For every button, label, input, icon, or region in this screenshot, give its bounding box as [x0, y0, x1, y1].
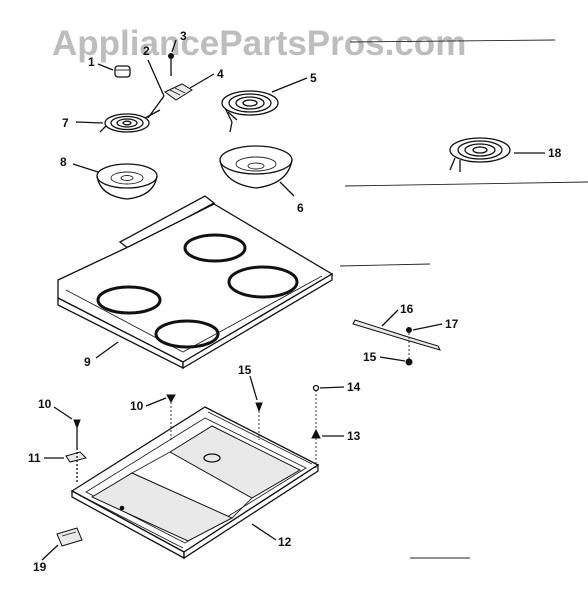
part-13-nut — [311, 428, 321, 468]
part-1-cap — [114, 65, 131, 78]
callout-7: 7 — [62, 116, 69, 130]
scan-line — [339, 263, 431, 267]
leader-17 — [412, 323, 443, 331]
leader-4 — [189, 73, 215, 89]
part-12-burner-box — [70, 406, 320, 560]
leader-10-center — [145, 397, 167, 407]
part-10-screw-center — [166, 394, 176, 440]
callout-19: 19 — [33, 560, 47, 574]
callout-13: 13 — [347, 429, 361, 443]
callout-14: 14 — [347, 380, 361, 394]
part-4-terminal-block — [164, 83, 193, 101]
part-8-small-drip-bowl — [96, 163, 158, 200]
part-10-screw-left — [73, 419, 81, 448]
callout-12: 12 — [278, 535, 292, 549]
callout-8: 8 — [60, 155, 67, 169]
callout-10-center: 10 — [130, 399, 144, 413]
callout-3: 3 — [180, 29, 187, 43]
callout-1: 1 — [88, 55, 95, 69]
leader-12 — [251, 523, 277, 541]
leader-14 — [319, 386, 345, 389]
part-7-small-surface-element — [99, 109, 161, 133]
callout-2: 2 — [143, 44, 150, 58]
part-3-screw — [168, 53, 174, 76]
part-14-screw — [312, 384, 320, 428]
callout-6: 6 — [297, 201, 304, 215]
part-9-cooktop — [57, 195, 334, 370]
leader-10-left — [53, 406, 73, 420]
part-5-large-surface-element — [221, 90, 279, 133]
leader-19 — [41, 544, 59, 561]
leader-15-lower — [249, 375, 258, 401]
leader-5 — [271, 77, 308, 93]
part-11-clip — [65, 448, 87, 482]
watermark-text: AppliancePartsPros.com — [52, 24, 466, 63]
callout-18: 18 — [548, 146, 562, 160]
part-16-bracket — [352, 319, 441, 351]
callout-5: 5 — [310, 71, 317, 85]
callout-9: 9 — [84, 355, 91, 369]
leader-6 — [279, 181, 295, 197]
part-2-wire — [147, 59, 165, 119]
leader-3 — [171, 39, 177, 53]
leader-16 — [381, 309, 399, 327]
leader-8 — [72, 163, 99, 173]
callout-15-upper: 15 — [363, 350, 377, 364]
scan-line — [344, 181, 588, 187]
callout-17: 17 — [445, 317, 459, 331]
callout-10-left: 10 — [38, 397, 52, 411]
part-19-label-plate — [56, 527, 83, 547]
part-15-nut-upper — [405, 333, 413, 366]
leader-15a — [379, 356, 406, 362]
callout-4: 4 — [217, 67, 224, 81]
callout-16: 16 — [400, 302, 414, 316]
part-17-screw — [406, 327, 412, 333]
part-6-large-drip-bowl — [219, 145, 293, 189]
leader-7 — [75, 121, 104, 124]
part-18-surface-element — [449, 137, 511, 172]
leader-9 — [95, 341, 119, 359]
leader-1 — [97, 63, 114, 71]
callout-11: 11 — [28, 451, 41, 465]
callout-15-lower: 15 — [238, 363, 252, 377]
scan-line — [349, 39, 556, 43]
part-15-screw-lower — [255, 402, 263, 440]
